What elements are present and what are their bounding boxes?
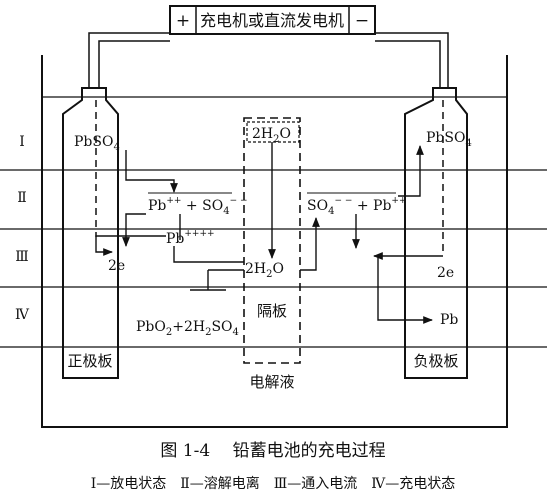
- level-labels: Ⅰ Ⅱ Ⅲ Ⅳ: [15, 134, 30, 323]
- charger-box: + 充电机或直流发电机 −: [169, 5, 376, 35]
- separator: [243, 117, 301, 364]
- left-ions: Pb++ + SO4− −: [148, 196, 248, 217]
- level-label: Ⅰ: [19, 134, 25, 150]
- water-mid: 2H2O: [245, 261, 284, 280]
- electrolyte-label: 电解液: [249, 373, 294, 391]
- level-label: Ⅲ: [15, 249, 29, 265]
- minus-terminal: −: [355, 11, 369, 31]
- negative-plate: [404, 87, 468, 379]
- left-electron: 2e: [108, 258, 125, 274]
- figure-title: 图 1-4 铅蓄电池的充电过程: [160, 441, 385, 461]
- right-electron: 2e: [437, 265, 454, 281]
- water-top-box: [246, 121, 300, 143]
- negative-plate-label: 负极板: [413, 352, 458, 370]
- level-label: Ⅳ: [15, 307, 30, 323]
- left-pb4: Pb++++: [166, 229, 215, 247]
- level-label: Ⅱ: [17, 190, 27, 206]
- figure-legend: Ⅰ—放电状态 Ⅱ—溶解电离 Ⅲ—通入电流 Ⅳ—充电状态: [91, 475, 456, 492]
- left-product: PbO2+2H2SO4: [136, 319, 239, 338]
- reaction-paths: [95, 142, 443, 324]
- positive-plate: [62, 87, 119, 379]
- right-pbso4: PbSO4: [426, 130, 472, 149]
- right-ions: SO4− − + Pb++: [307, 196, 407, 217]
- positive-plate-label: 正极板: [67, 352, 112, 370]
- left-pbso4: PbSO4: [74, 134, 120, 153]
- level-lines: [0, 169, 547, 348]
- dashed-circuit: [95, 100, 444, 255]
- right-product: Pb: [440, 312, 458, 328]
- water-top: 2H2O: [252, 126, 291, 145]
- battery-tank: [41, 55, 508, 428]
- wires: [88, 32, 449, 88]
- plus-terminal: +: [176, 11, 190, 31]
- charger-label: 充电机或直流发电机: [200, 11, 344, 30]
- separator-label: 隔板: [257, 302, 287, 320]
